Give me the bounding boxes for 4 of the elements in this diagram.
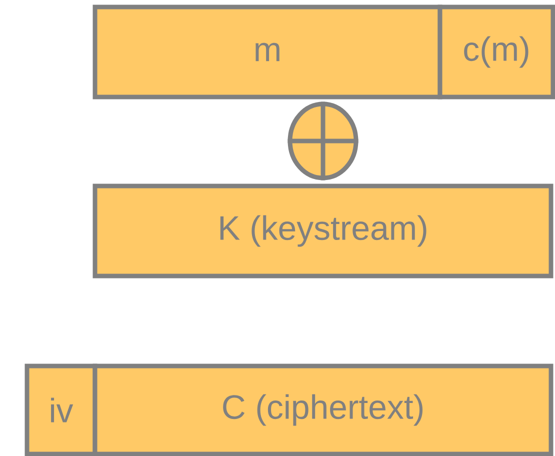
text-box: K (keystream)	[92, 184, 554, 278]
text-box: c(m)	[438, 4, 555, 100]
text-box: iv	[24, 364, 98, 456]
xor-symbol	[286, 99, 360, 182]
